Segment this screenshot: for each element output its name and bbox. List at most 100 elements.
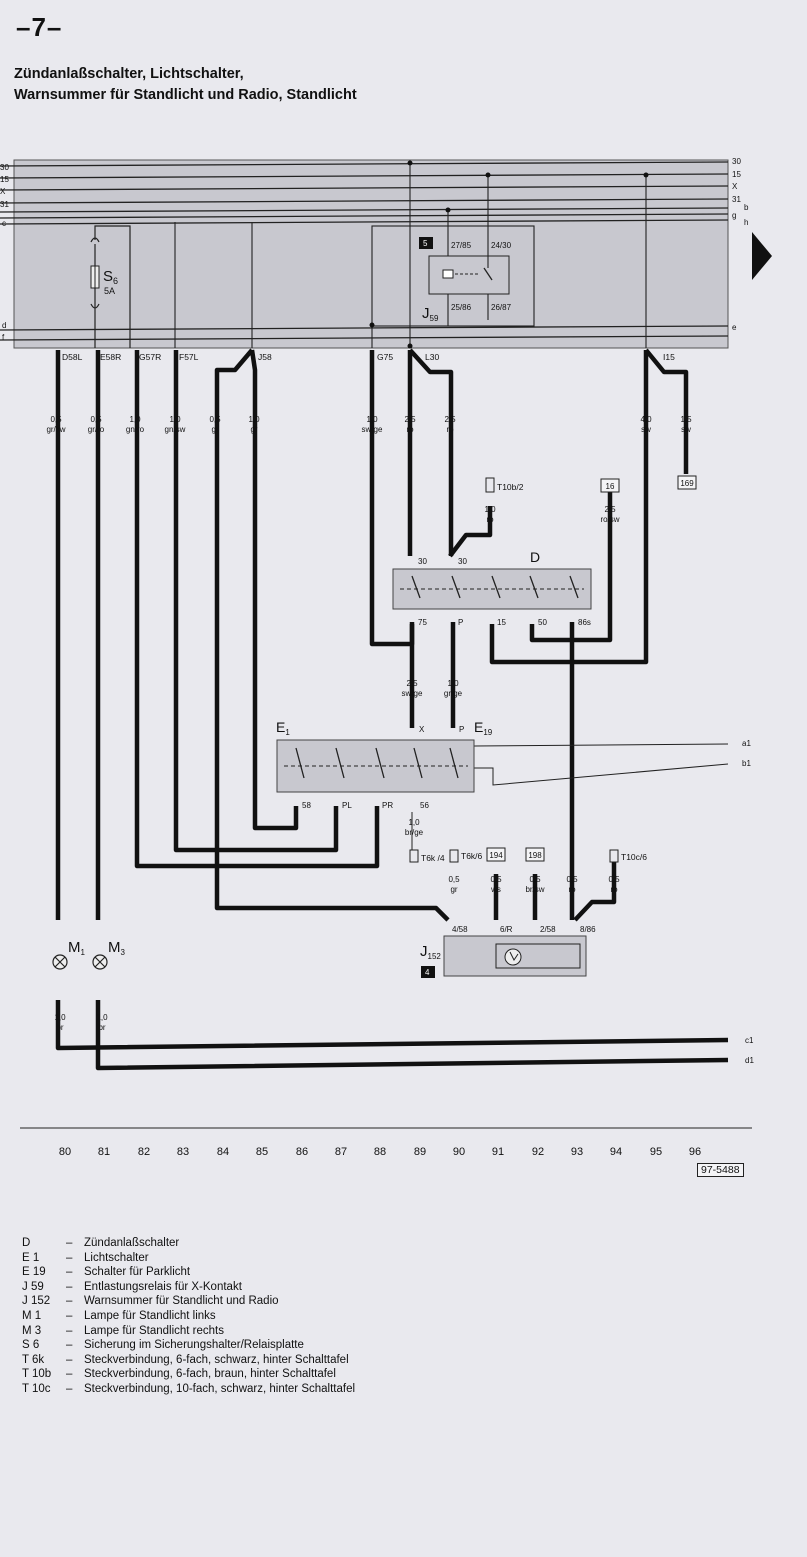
svg-text:gr: gr [250,425,257,434]
track-number: 89 [414,1146,426,1158]
svg-text:gn/sw: gn/sw [165,425,186,434]
svg-text:58: 58 [302,801,311,810]
svg-text:0,5: 0,5 [448,875,460,884]
svg-text:br: br [56,1023,63,1032]
light-switch-e1: E1 E19 X P 58 PL PR 56 [276,719,493,810]
svg-text:1,0: 1,0 [129,415,141,424]
svg-text:gr/ge: gr/ge [444,689,463,698]
line-label-b1: b1 [742,759,751,768]
title-line-2: Warnsummer für Standlicht und Radio, Sta… [14,87,357,103]
wire-label: 0,5ro [566,875,578,894]
rail-label: 15 [0,175,9,184]
svg-text:4: 4 [425,968,430,977]
rail-label: 30 [732,157,741,166]
wire-label: 1,5sw [680,415,692,434]
fuse-code: S6 [103,268,118,286]
svg-text:ro/sw: ro/sw [600,515,619,524]
track-number: 85 [256,1146,268,1158]
svg-text:0,5: 0,5 [50,415,62,424]
wire-label: 1,0gr/ge [444,679,463,698]
svg-text:1,0: 1,0 [54,1013,66,1022]
svg-text:ro: ro [406,425,414,434]
svg-text:4,0: 4,0 [640,415,652,424]
track-number: 80 [59,1146,71,1158]
buzzer-badge [421,966,435,978]
svg-text:1,0: 1,0 [169,415,181,424]
svg-text:15: 15 [497,618,506,627]
legend-item: M 3–Lampe für Standlicht rechts [22,1324,224,1337]
wire-label: 1,0ro [484,505,496,524]
svg-text:P: P [458,618,463,627]
rails [0,161,729,341]
track-number: 84 [217,1146,229,1158]
svg-text:ro: ro [486,515,494,524]
svg-text:26/87: 26/87 [491,303,512,312]
svg-text:86s: 86s [578,618,591,627]
svg-text:2,5: 2,5 [406,679,418,688]
svg-text:0,5: 0,5 [608,875,620,884]
junction-dots [369,160,649,349]
legend-item: J 152–Warnsummer für Standlicht und Radi… [22,1295,279,1308]
wire-label: 4,0sw [640,415,652,434]
svg-text:gn/ro: gn/ro [126,425,145,434]
rail-labels-left: 30 15 X 31 c d f [0,163,9,342]
svg-text:br/ge: br/ge [405,828,424,837]
ignition-switch-d: D 30 30 75 P 15 50 86s [392,549,592,627]
svg-text:30: 30 [418,557,427,566]
relay-badge [419,237,433,249]
track-number: 91 [492,1146,504,1158]
relay-panel [13,159,729,349]
svg-text:56: 56 [420,801,429,810]
svg-text:2,5: 2,5 [444,415,456,424]
connector-t10c6: T10c/6 [621,852,647,862]
wire-label: 0,5gr/ro [88,415,105,434]
connector-t6k6: T6k/6 [461,851,483,861]
svg-text:1,0: 1,0 [484,505,496,514]
line-label-c1: c1 [745,1036,754,1045]
svg-text:gr: gr [450,885,457,894]
svg-text:50: 50 [538,618,547,627]
legend-item: E 19–Schalter für Parklicht [22,1266,191,1279]
wire-label: 1,0br [54,1013,66,1032]
wire-label: 1,0gr [248,415,260,434]
svg-text:2,5: 2,5 [404,415,416,424]
track-number: 95 [650,1146,662,1158]
current-track-numbers: 80 81 82 83 84 85 86 87 88 89 90 91 92 9… [59,1146,701,1158]
track-number: 94 [610,1146,622,1158]
panel-terminals: D58L E58R G57R F57L J58 G75 L30 I15 [62,352,675,362]
wire-label: 0,5ro [608,875,620,894]
legend: D–Zündanlaßschalter E 1–Lichtschalter E … [22,1236,355,1397]
terminal-label: J58 [258,352,272,362]
page-number: –7– [16,12,63,42]
wire-label: 2,5ro/sw [600,505,619,524]
rail-label: h [744,218,748,227]
terminal-label: L30 [425,352,439,362]
terminal-label: G57R [139,352,161,362]
wire-label: 1,0br [96,1013,108,1032]
rail-label: 30 [0,163,9,172]
rail-label: c [2,219,6,228]
svg-text:1,0: 1,0 [248,415,260,424]
ref-box-16: 16 [606,482,615,491]
wire-label: 0,5gr/sw [46,415,65,434]
rail-labels-right: 30 15 X 31 b g h e [732,157,749,332]
line-label-d1: d1 [745,1056,754,1065]
svg-text:2/58: 2/58 [540,925,556,934]
wire-label: 0,5gr [209,415,221,434]
lamp-m3: M3 [92,939,126,970]
terminal-label: E58R [100,352,121,362]
svg-text:PR: PR [382,801,393,810]
track-number: 90 [453,1146,465,1158]
relay-code: J59 [422,305,439,323]
svg-text:M3: M3 [108,939,126,957]
legend-item: J 59–Entlastungsrelais für X-Kontakt [22,1280,242,1293]
ref-box-198: 198 [528,851,542,860]
svg-text:sw: sw [641,425,651,434]
buzzer-j152: J152 4 4/58 6/R 2/58 8/86 [420,925,596,978]
wire-labels: 0,5gr/sw 0,5gr/ro 1,0gn/ro 1,0gn/sw 0,5g… [46,415,692,1032]
connector-t10b2: T10b/2 [497,482,524,492]
svg-text:0,5: 0,5 [90,415,102,424]
svg-text:8/86: 8/86 [580,925,596,934]
terminal-label: G75 [377,352,393,362]
connector-t6k4: T6k /4 [421,853,445,863]
